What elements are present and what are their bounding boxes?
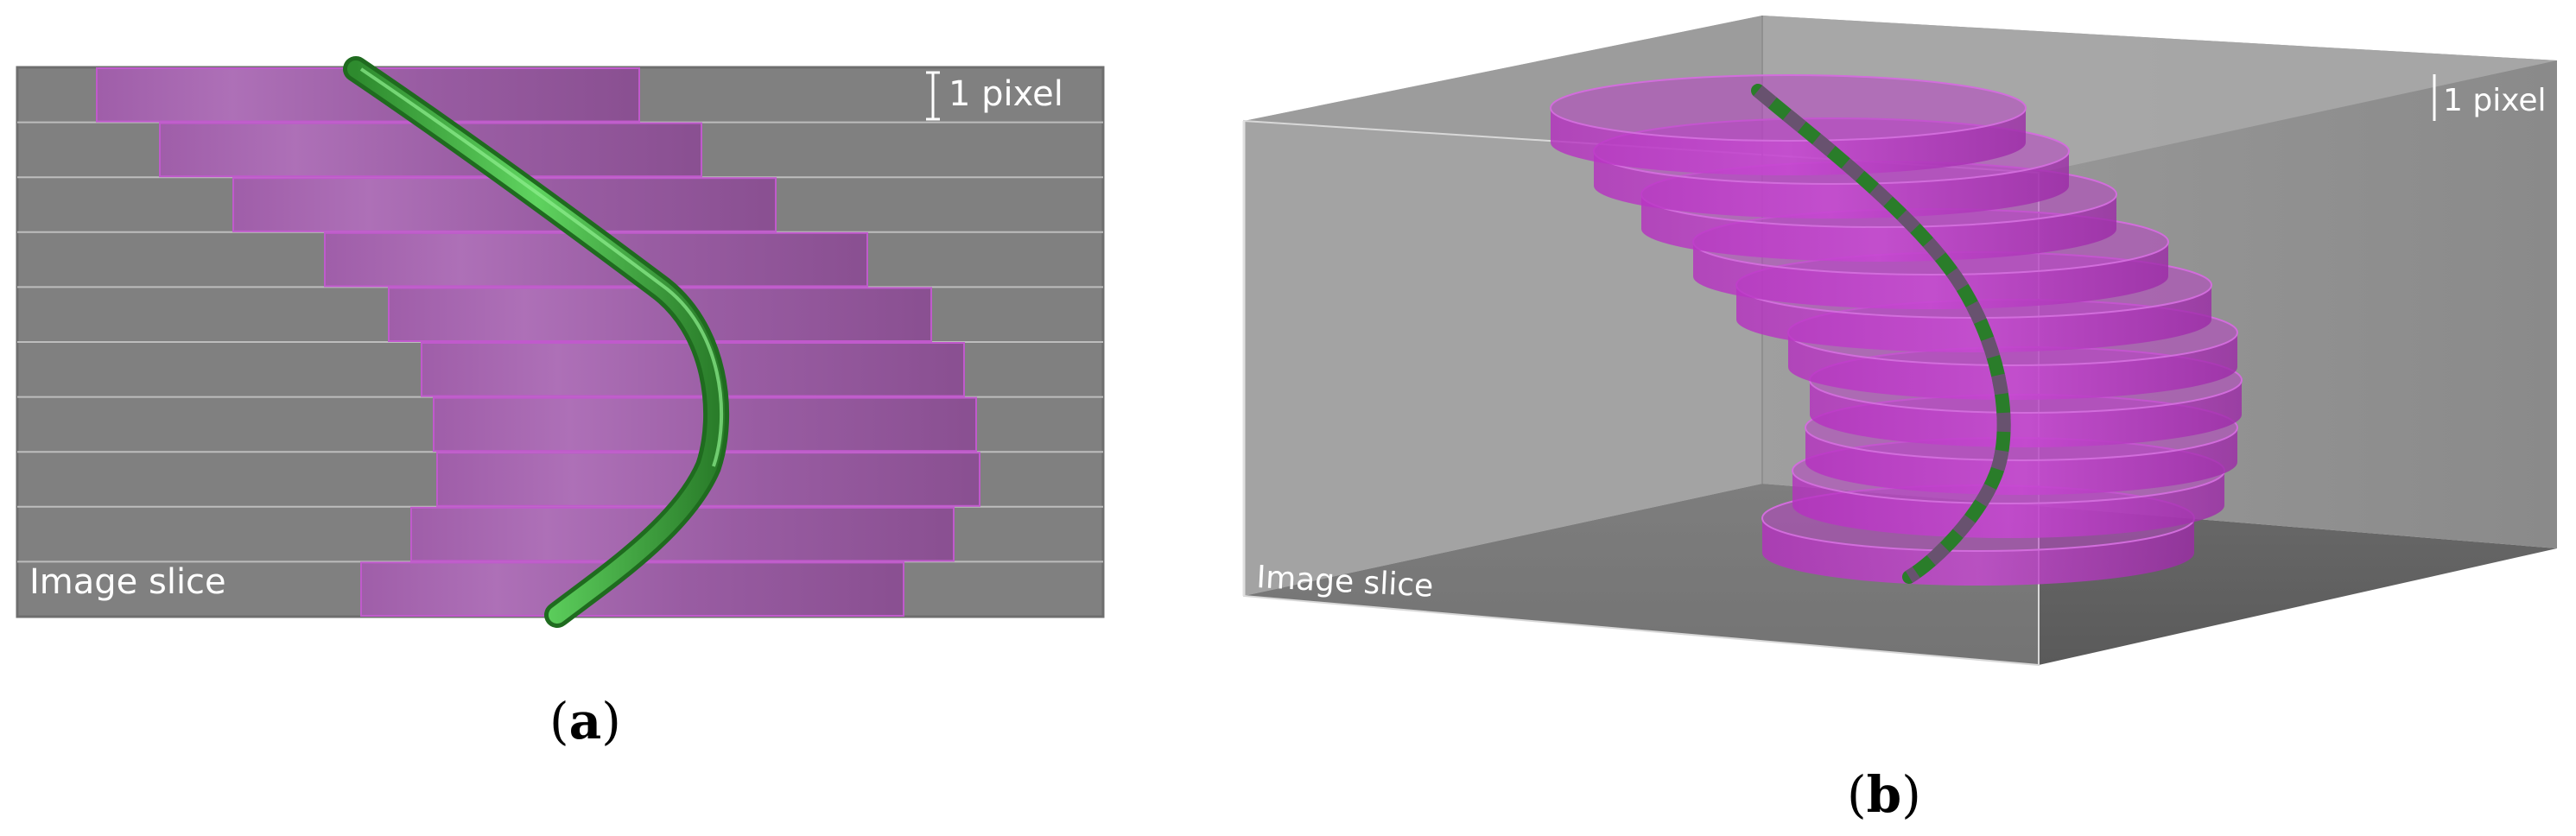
panel-b: 1 pixel Image slice (b) [1242,16,2557,824]
panel-a-caption: (a) [549,692,621,750]
panel-b-caption: (b) [1847,765,1921,824]
scale-label-3d: 1 pixel [2443,83,2547,118]
scale-label: 1 pixel [949,74,1063,114]
fiber-curve-shine [359,67,724,467]
fiber-curve-3d-dashes [1753,85,2011,583]
scale-bar [926,71,940,121]
panel-a: 1 pixel Image slice (a) [16,56,1105,750]
image-slice-label: Image slice [29,562,226,602]
fiber-curve-highlight [347,60,726,624]
